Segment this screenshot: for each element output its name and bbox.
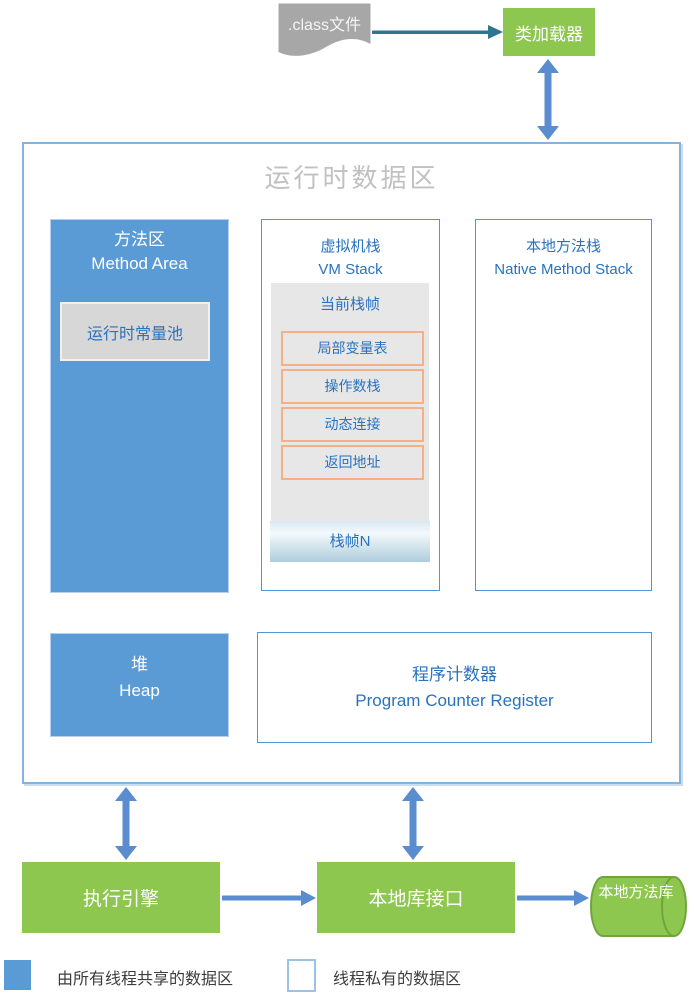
method-area-box: 方法区 Method Area (50, 219, 229, 593)
frame-item-local-variable-table: 局部变量表 (281, 331, 424, 366)
native-method-stack-box: 本地方法栈 Native Method Stack (475, 219, 652, 591)
arrow-runtime-execution-engine (115, 787, 137, 860)
legend-private-swatch (287, 959, 316, 992)
legend-private-label: 线程私有的数据区 (333, 971, 462, 988)
arrow-loader-runtime (537, 59, 559, 140)
native-method-library-label: 本地方法库 (598, 884, 674, 901)
arrow-interface-to-library (517, 890, 589, 906)
class-file-document-shape (278, 3, 371, 56)
runtime-data-area-title: 运行时数据区 (264, 163, 439, 193)
native-method-library-cylinder (590, 876, 687, 937)
method-area-title-en: Method Area (91, 254, 188, 273)
pc-register-title-zh: 程序计数器 (412, 665, 497, 684)
legend-shared-label: 由所有线程共享的数据区 (57, 971, 234, 988)
legend-shared-swatch (4, 960, 31, 990)
class-file-label: .class文件 (288, 17, 361, 34)
pc-register-box: 程序计数器 Program Counter Register (257, 632, 652, 743)
runtime-constant-pool-box: 运行时常量池 (60, 302, 210, 361)
execution-engine-label: 执行引擎 (82, 889, 159, 910)
pc-register-title-en: Program Counter Register (355, 691, 554, 710)
frame-item-dynamic-linking: 动态连接 (281, 407, 424, 442)
heap-title-zh: 堆 (131, 655, 148, 674)
native-stack-title-en: Native Method Stack (494, 261, 633, 278)
current-frame-title: 当前栈帧 (319, 296, 380, 313)
vm-stack-title-en: VM Stack (318, 261, 383, 278)
frame-item-operand-stack: 操作数栈 (281, 369, 424, 404)
frame-item-return-address: 返回地址 (281, 445, 424, 480)
heap-title-en: Heap (119, 681, 160, 700)
native-library-interface-label: 本地库接口 (368, 889, 464, 910)
method-area-title-zh: 方法区 (114, 230, 165, 249)
native-stack-title-zh: 本地方法栈 (525, 238, 601, 255)
arrow-classfile-to-loader (372, 25, 503, 39)
frame-n-bar: 栈帧N (270, 521, 430, 562)
class-loader-box: 类加载器 (503, 8, 595, 56)
heap-box: 堆 Heap (50, 633, 229, 737)
vm-stack-title-zh: 虚拟机栈 (320, 238, 381, 255)
runtime-constant-pool-label: 运行时常量池 (86, 325, 183, 343)
arrow-engine-to-interface (222, 890, 316, 906)
class-loader-label: 类加载器 (515, 24, 583, 44)
execution-engine-box: 执行引擎 (22, 862, 220, 933)
arrow-runtime-native-interface (402, 787, 424, 860)
native-library-interface-box: 本地库接口 (317, 862, 515, 933)
